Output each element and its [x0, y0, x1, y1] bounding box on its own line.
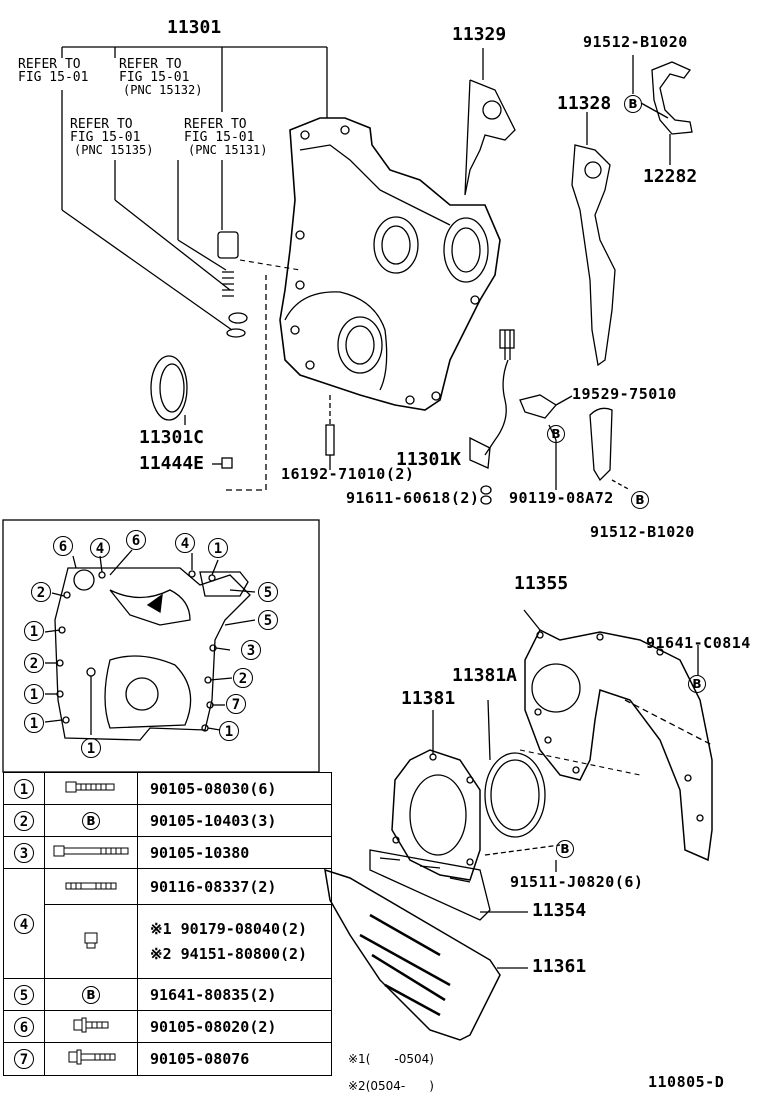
b-circle-icon: B	[82, 812, 100, 830]
bolt-icon	[68, 1049, 116, 1065]
part-number-19529[interactable]: 19529-75010	[572, 385, 677, 403]
part-number-11444E[interactable]: 11444E	[139, 453, 205, 474]
inset-marker-1: 1	[24, 713, 44, 733]
inset-marker-7: 7	[226, 694, 246, 714]
part-number-11328[interactable]: 11328	[557, 93, 612, 114]
legend-part-number[interactable]: 90116-08337(2)	[137, 868, 332, 905]
part-number-11301[interactable]: 11301	[167, 17, 222, 38]
legend-part-number[interactable]: 90105-10403(3)	[137, 804, 332, 837]
nut-icon	[84, 932, 98, 948]
legend-number: 7	[14, 1049, 34, 1069]
legend-number: 2	[14, 810, 34, 831]
inset-marker-1: 1	[24, 684, 44, 704]
b-circle-icon: B	[82, 986, 100, 1004]
part-number-11354[interactable]: 11354	[532, 900, 587, 921]
legend-row: 4 90116-08337(2)	[3, 868, 332, 979]
legend-part-number[interactable]: ※2 94151-80800(2)	[150, 944, 308, 963]
part-number-11301C[interactable]: 11301C	[139, 427, 205, 448]
diagram-id: 110805-D	[648, 1073, 725, 1091]
part-number-11355[interactable]: 11355	[514, 573, 569, 594]
legend-part-number[interactable]: 90105-08076	[137, 1042, 332, 1076]
stud-icon	[65, 882, 117, 889]
legend-row: 1 90105-08030(6)	[3, 772, 332, 805]
part-number-11361[interactable]: 11361	[532, 956, 587, 977]
legend-row: 3 90105-10380	[3, 836, 332, 869]
part-number-90119[interactable]: 90119-08A72	[509, 489, 614, 507]
legend-part-number[interactable]: 91641-80835(2)	[137, 978, 332, 1011]
legend-number: 6	[14, 1016, 34, 1037]
legend-part-number[interactable]: 90105-10380	[137, 836, 332, 869]
inset-marker-1: 1	[219, 721, 239, 741]
inset-marker-5: 5	[258, 582, 278, 602]
inset-marker-6: 6	[126, 530, 146, 550]
footnote-2: ※2(0504- )	[348, 1079, 434, 1093]
inset-marker-4: 4	[175, 533, 195, 553]
inset-marker-2: 2	[233, 668, 253, 688]
flange-bolt-icon	[73, 1017, 109, 1032]
bolt-icon	[65, 781, 115, 792]
part-number-16192[interactable]: 16192-71010(2)	[281, 465, 415, 483]
legend-number: 3	[14, 842, 34, 863]
b-circle-icon: B	[631, 491, 649, 509]
inset-marker-1: 1	[24, 621, 44, 641]
legend-row: 2 B 90105-10403(3)	[3, 804, 332, 837]
part-number-91511[interactable]: 91511-J0820(6)	[510, 873, 644, 891]
part-number-12282[interactable]: 12282	[643, 166, 698, 187]
part-number-91512-top[interactable]: 91512-B1020	[583, 33, 688, 51]
legend-number: 4	[14, 913, 34, 934]
b-circle-icon: B	[547, 425, 565, 443]
inset-marker-6: 6	[53, 536, 73, 556]
legend-row: 6 90105-08020(2)	[3, 1010, 332, 1043]
part-number-11381A[interactable]: 11381A	[452, 665, 518, 686]
part-number-91512-mid[interactable]: 91512-B1020	[590, 523, 695, 541]
inset-marker-4: 4	[90, 538, 110, 558]
legend-part-number-pair: ※1 90179-08040(2) ※2 94151-80800(2)	[137, 904, 332, 979]
part-number-11301K[interactable]: 11301K	[396, 449, 462, 470]
inset-marker-5: 5	[258, 610, 278, 630]
inset-marker-2: 2	[24, 653, 44, 673]
part-number-91611[interactable]: 91611-60618(2)	[346, 489, 480, 507]
legend-row: ※1 90179-08040(2) ※2 94151-80800(2)	[4, 904, 332, 979]
part-number-11329[interactable]: 11329	[452, 24, 507, 45]
inset-marker-1: 1	[208, 538, 228, 558]
long-bolt-icon	[53, 845, 129, 856]
legend-part-number[interactable]: 90105-08020(2)	[137, 1010, 332, 1043]
legend-part-number[interactable]: ※1 90179-08040(2)	[150, 919, 308, 938]
inset-marker-1: 1	[81, 738, 101, 758]
part-number-91641-top[interactable]: 91641-C0814	[646, 634, 751, 652]
legend-number: 1	[14, 778, 34, 799]
inset-marker-3: 3	[241, 640, 261, 660]
b-circle-icon: B	[624, 95, 642, 113]
legend-row: 7 90105-08076	[3, 1042, 332, 1076]
footnote-1: ※1( -0504)	[348, 1052, 434, 1066]
legend-row: 5 B 91641-80835(2)	[3, 978, 332, 1011]
inset-marker-2: 2	[31, 582, 51, 602]
legend-part-number[interactable]: 90105-08030(6)	[137, 772, 332, 805]
part-number-11381[interactable]: 11381	[401, 688, 456, 709]
legend-number: 5	[14, 984, 34, 1005]
b-circle-icon: B	[556, 840, 574, 858]
bolt-legend-table: 1 90105-08030(6) 2 B 90105-10403(3) 3 90…	[3, 772, 332, 1076]
b-circle-icon: B	[688, 675, 706, 693]
